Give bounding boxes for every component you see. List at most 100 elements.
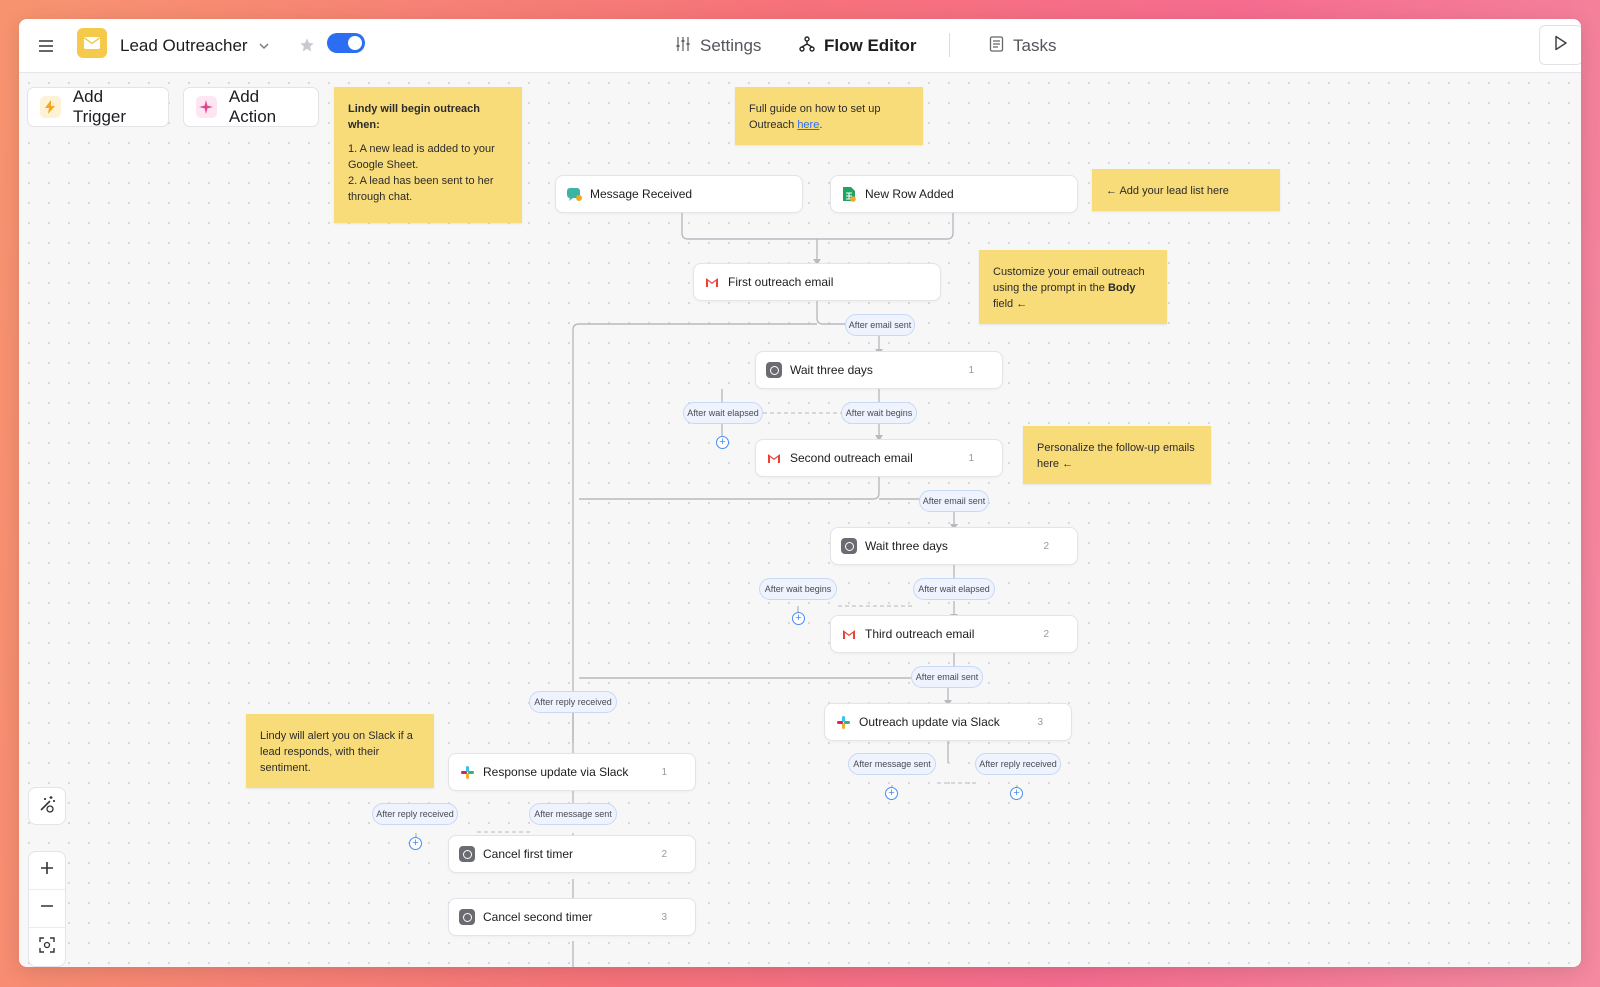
- timer-icon: [459, 846, 475, 862]
- pill-after-reply-received[interactable]: After reply received: [975, 753, 1061, 775]
- plus-icon: [39, 860, 55, 881]
- pill-after-wait-begins[interactable]: After wait begins: [841, 402, 917, 424]
- zoom-in-button[interactable]: [29, 852, 65, 890]
- action-cancel-first-timer[interactable]: Cancel first timer 2: [448, 835, 696, 873]
- tab-label: Flow Editor: [824, 36, 917, 55]
- node-label: Wait three days: [790, 363, 873, 377]
- customize-post: field ←: [993, 298, 1028, 310]
- action-second-outreach-email[interactable]: Second outreach email 1: [755, 439, 1003, 477]
- tab-divider: [949, 33, 950, 57]
- tab-settings[interactable]: Settings: [675, 33, 761, 59]
- add-step-button[interactable]: +: [1010, 787, 1023, 800]
- pill-after-wait-begins[interactable]: After wait begins: [759, 578, 837, 600]
- customize-text: Customize your email outreach using the …: [993, 266, 1145, 294]
- pill-after-email-sent[interactable]: After email sent: [911, 666, 983, 688]
- step-badge: 2: [661, 848, 667, 860]
- chevron-down-icon[interactable]: [259, 33, 269, 59]
- guide-link[interactable]: here: [797, 119, 820, 131]
- magic-wand-icon: [37, 794, 57, 819]
- tasks-icon: [989, 35, 1004, 57]
- step-badge: 1: [968, 452, 974, 464]
- node-label: Message Received: [590, 187, 693, 201]
- node-label: Second outreach email: [790, 451, 913, 465]
- tab-label: Settings: [700, 36, 762, 55]
- sticky-note-slack-alert[interactable]: Lindy will alert you on Slack if a lead …: [246, 714, 434, 788]
- menu-icon[interactable]: [33, 33, 59, 59]
- action-wait-three-days-2[interactable]: Wait three days 2: [830, 527, 1078, 565]
- timer-icon: [766, 362, 782, 378]
- note-title: Lindy will begin outreach when:: [348, 103, 481, 131]
- auto-layout-button[interactable]: [28, 787, 66, 825]
- action-wait-three-days-1[interactable]: Wait three days 1: [755, 351, 1003, 389]
- sliders-icon: [675, 36, 691, 57]
- google-sheets-icon: [841, 186, 857, 202]
- action-third-outreach-email[interactable]: Third outreach email 2: [830, 615, 1078, 653]
- pill-after-reply-received[interactable]: After reply received: [372, 803, 458, 825]
- play-icon: [1554, 35, 1568, 56]
- add-trigger-button[interactable]: Add Trigger: [27, 87, 169, 127]
- zoom-controls: [28, 851, 66, 967]
- fit-view-button[interactable]: [29, 928, 65, 966]
- action-cancel-second-timer[interactable]: Cancel second timer 3: [448, 898, 696, 936]
- flow-canvas[interactable]: Add Trigger Add Action Lindy will begin …: [19, 73, 1581, 967]
- top-bar: Lead Outreacher Settings Flow Editor Tas…: [19, 19, 1581, 73]
- trigger-message-received[interactable]: Message Received: [555, 175, 803, 213]
- add-action-label: Add Action: [228, 87, 277, 126]
- chat-icon: [566, 186, 582, 202]
- gmail-icon: [766, 450, 782, 466]
- sticky-note-begin[interactable]: Lindy will begin outreach when: 1. A new…: [334, 87, 522, 223]
- customize-bold: Body: [1107, 282, 1136, 294]
- app-title[interactable]: Lead Outreacher: [120, 36, 248, 55]
- guide-period: .: [819, 119, 823, 131]
- add-step-button[interactable]: +: [885, 787, 898, 800]
- node-label: Cancel second timer: [483, 910, 593, 924]
- tab-flow-editor[interactable]: Flow Editor: [799, 33, 917, 59]
- trigger-new-row-added[interactable]: New Row Added: [830, 175, 1078, 213]
- run-button[interactable]: [1539, 25, 1581, 65]
- step-badge: 3: [1037, 716, 1043, 728]
- add-trigger-label: Add Trigger: [72, 87, 127, 126]
- pill-after-email-sent[interactable]: After email sent: [845, 314, 915, 336]
- tab-tasks[interactable]: Tasks: [989, 33, 1056, 59]
- gmail-icon: [704, 274, 720, 290]
- sticky-note-personalize[interactable]: Personalize the follow-up emails here ←: [1023, 426, 1211, 484]
- pill-after-wait-elapsed[interactable]: After wait elapsed: [913, 578, 995, 600]
- fit-view-icon: [39, 936, 55, 958]
- node-label: First outreach email: [728, 275, 834, 289]
- pill-after-reply-received[interactable]: After reply received: [529, 691, 617, 713]
- pill-after-wait-elapsed[interactable]: After wait elapsed: [683, 402, 763, 424]
- step-badge: 2: [1043, 540, 1049, 552]
- add-step-button[interactable]: +: [716, 436, 729, 449]
- slack-icon: [835, 714, 851, 730]
- lead-list-text: ← Add your lead list here: [1106, 185, 1229, 197]
- gmail-icon: [841, 626, 857, 642]
- pill-after-message-sent[interactable]: After message sent: [848, 753, 936, 775]
- pill-after-email-sent[interactable]: After email sent: [919, 490, 989, 512]
- lightning-icon: [40, 96, 61, 118]
- zoom-out-button[interactable]: [29, 890, 65, 928]
- node-label: New Row Added: [865, 187, 954, 201]
- pill-after-message-sent[interactable]: After message sent: [529, 803, 617, 825]
- action-response-update-slack[interactable]: Response update via Slack 1: [448, 753, 696, 791]
- tab-label: Tasks: [1013, 36, 1057, 55]
- action-outreach-update-slack[interactable]: Outreach update via Slack 3: [824, 703, 1072, 741]
- node-label: Outreach update via Slack: [859, 715, 1000, 729]
- star-icon[interactable]: [299, 30, 315, 60]
- note-item-2: 2. A lead has been sent to her through c…: [348, 175, 494, 203]
- node-label: Response update via Slack: [483, 765, 629, 779]
- minus-icon: [39, 898, 55, 919]
- agent-enabled-toggle[interactable]: [327, 33, 365, 53]
- add-action-button[interactable]: Add Action: [183, 87, 319, 127]
- personalize-text: Personalize the follow-up emails here ←: [1037, 442, 1195, 470]
- sticky-note-lead-list[interactable]: ← Add your lead list here: [1092, 169, 1280, 211]
- step-badge: 2: [1043, 628, 1049, 640]
- sticky-note-guide[interactable]: Full guide on how to set up Outreach her…: [735, 87, 923, 145]
- action-first-outreach-email[interactable]: First outreach email: [693, 263, 941, 301]
- sticky-note-customize[interactable]: Customize your email outreach using the …: [979, 250, 1167, 324]
- flow-icon: [799, 35, 815, 57]
- add-step-button[interactable]: +: [792, 612, 805, 625]
- slack-alert-text: Lindy will alert you on Slack if a lead …: [260, 730, 413, 774]
- step-badge: 3: [661, 911, 667, 923]
- add-step-button[interactable]: +: [409, 837, 422, 850]
- envelope-icon: [77, 28, 107, 58]
